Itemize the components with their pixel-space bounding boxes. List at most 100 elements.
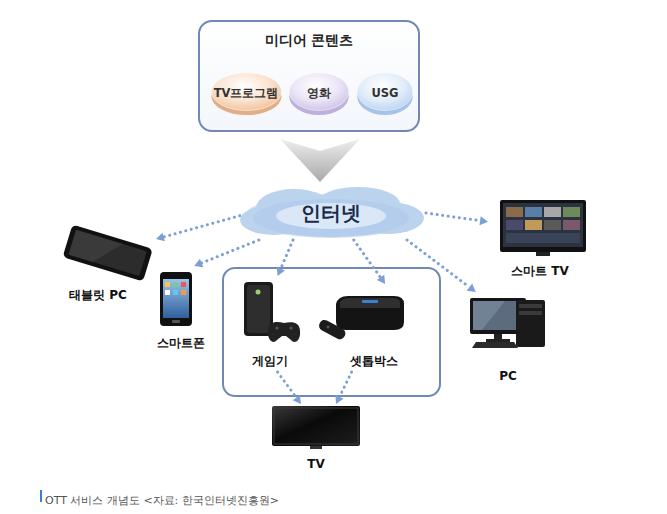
label-holder: 셋톱박스	[318, 350, 430, 370]
dotted-line	[278, 372, 297, 398]
set-top-box-icon-part	[327, 326, 330, 329]
arrow-head	[156, 233, 165, 242]
label-holder: TV	[266, 453, 366, 472]
chevron-shape	[280, 139, 360, 182]
content-disc: TV프로그램	[210, 70, 283, 116]
disc-face	[289, 73, 349, 111]
game-console-icon-part	[289, 326, 292, 329]
device-group-box	[223, 268, 440, 396]
disc-face	[211, 73, 281, 111]
label-holder: 스마트폰	[148, 332, 214, 352]
smartphone-icon-part	[173, 282, 178, 287]
tablet-node: 태블릿 PC	[40, 230, 156, 306]
smart-tv-icon-part	[506, 220, 523, 230]
game-console-node: 게임기	[232, 276, 308, 372]
cloud-puff	[253, 199, 409, 237]
tv-icon-part	[310, 446, 322, 449]
dotted-arrow	[407, 240, 476, 292]
pc-icon-part	[494, 334, 502, 339]
smart-tv-icon-part	[563, 220, 580, 230]
pc-icon-part	[519, 311, 542, 315]
tv-node: TV	[266, 404, 366, 474]
tablet-icon-part	[69, 230, 147, 276]
arrow-head	[479, 216, 488, 225]
content-disc: USG	[356, 70, 414, 116]
tablet-icon-part	[69, 230, 123, 269]
pc-icon-part	[473, 301, 505, 330]
smartphone-icon-part	[181, 282, 186, 287]
game-console-icon-part	[256, 290, 261, 295]
smartphone-icon	[160, 272, 192, 326]
label-holder: 스마트 TV	[488, 260, 592, 280]
device-label: 태블릿 PC	[69, 287, 127, 304]
arrow-head	[377, 275, 385, 284]
caption-holder: OTT 서비스 개념도 <자료: 한국인터넷진흥원>	[40, 489, 274, 503]
dotted-line	[281, 240, 293, 269]
smart-tv-icon-part	[506, 207, 523, 217]
label-holder: PC	[462, 365, 554, 384]
internet-cloud: 인터넷	[236, 186, 426, 240]
node-label: 영화	[307, 86, 331, 101]
smart-tv-node: 스마트 TV	[488, 196, 592, 282]
smart-tv-icon-part	[525, 220, 542, 230]
arrow-head	[467, 284, 476, 292]
label-holder: 태블릿 PC	[40, 284, 156, 304]
game-console-icon	[244, 282, 300, 342]
smart-tv-icon-part	[503, 203, 583, 247]
smart-tv-icon-part	[544, 207, 561, 217]
smart-tv-icon-part	[500, 200, 586, 252]
node-label: 인터넷	[301, 200, 361, 227]
smartphone-icon-part	[165, 290, 170, 295]
dotted-line	[426, 213, 480, 221]
disc-face	[357, 73, 413, 111]
dotted-arrow	[156, 216, 240, 242]
smartphone-icon-part	[165, 282, 170, 287]
smartphone-icon-part	[160, 272, 192, 326]
device-label: TV	[307, 457, 324, 471]
set-top-box-node: 셋톱박스	[318, 284, 430, 372]
arrow-head	[293, 395, 301, 404]
game-console-icon-part	[275, 326, 278, 329]
tv-icon	[272, 406, 360, 449]
pc-icon	[470, 298, 545, 348]
pc-icon-part	[473, 301, 523, 330]
smartphone-node: 스마트폰	[148, 266, 214, 354]
device-label: 스마트 TV	[511, 263, 569, 280]
set-top-box-icon-part	[317, 318, 347, 341]
dotted-line	[407, 240, 469, 287]
node-label: TV프로그램	[214, 86, 279, 101]
box-heading: 미디어 콘텐츠	[265, 32, 354, 50]
smart-tv-icon-part	[544, 220, 561, 230]
device-label: 게임기	[252, 353, 288, 370]
game-console-icon-part	[268, 322, 300, 342]
smart-tv-icon	[500, 200, 586, 256]
smart-tv-icon-part	[536, 252, 550, 256]
smartphone-icon-part	[172, 320, 180, 323]
smart-tv-icon-part	[525, 207, 542, 217]
set-top-box-icon-part	[336, 296, 404, 330]
dotted-line	[354, 240, 381, 277]
pc-node: PC	[462, 292, 554, 386]
tablet-icon-part	[63, 224, 153, 281]
arrow-head	[277, 267, 285, 276]
pc-icon-part	[486, 339, 510, 342]
caption-bar	[40, 490, 42, 502]
flow-chevron	[280, 139, 360, 182]
set-top-box-icon	[317, 296, 404, 341]
dotted-line	[340, 372, 352, 397]
smartphone-icon-part	[163, 279, 189, 318]
arrow-head	[335, 395, 343, 404]
content-disc: 영화	[288, 70, 350, 116]
media-content-box: 미디어 콘텐츠 TV프로그램 영화 USG	[198, 20, 420, 132]
dotted-line	[202, 240, 259, 263]
caption: OTT 서비스 개념도 <자료: 한국인터넷진흥원>	[45, 494, 279, 508]
dotted-arrow	[335, 372, 351, 404]
device-label: PC	[499, 369, 517, 383]
set-top-box-icon-part	[340, 298, 400, 308]
label-holder: 미디어 콘텐츠	[200, 30, 418, 50]
device-label: 스마트폰	[157, 335, 205, 352]
smart-tv-icon-part	[563, 207, 580, 217]
tv-icon-part	[272, 406, 360, 446]
dotted-arrow	[354, 240, 385, 284]
